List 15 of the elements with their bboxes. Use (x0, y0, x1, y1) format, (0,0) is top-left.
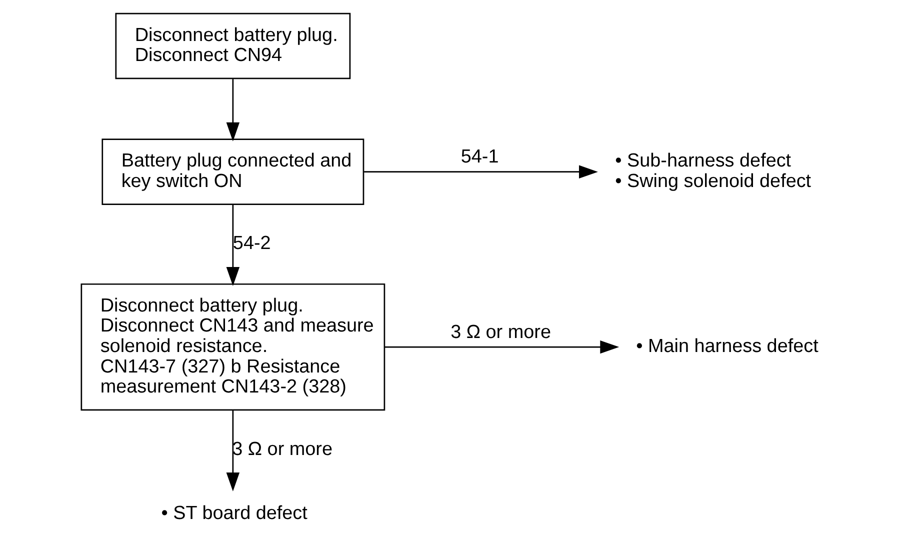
edge-label: 54-2 (232, 233, 270, 254)
node-box: Disconnect battery plug. Disconnect CN143 and measure solenoid resistance. CN143-7 (327) b Resistance measurement CN143-2 (328) (80, 283, 385, 411)
edge-label: 54-1 (460, 146, 498, 168)
edge-label: 3 Ω or more (450, 322, 550, 343)
arrow (364, 165, 598, 178)
node-text: • Sub-harness defect • Swing solenoid defect (614, 150, 811, 192)
arrow (226, 410, 240, 492)
arrow (384, 340, 619, 354)
arrow (226, 204, 240, 286)
node-box: Disconnect battery plug. Disconnect CN94 (114, 12, 350, 80)
node-box: Battery plug connected and key switch ON (101, 138, 364, 205)
node-text: • Main harness defect (636, 336, 818, 358)
arrow (226, 79, 240, 142)
edge-label: 3 Ω or more (232, 438, 332, 460)
node-text: • ST board defect (160, 503, 307, 524)
